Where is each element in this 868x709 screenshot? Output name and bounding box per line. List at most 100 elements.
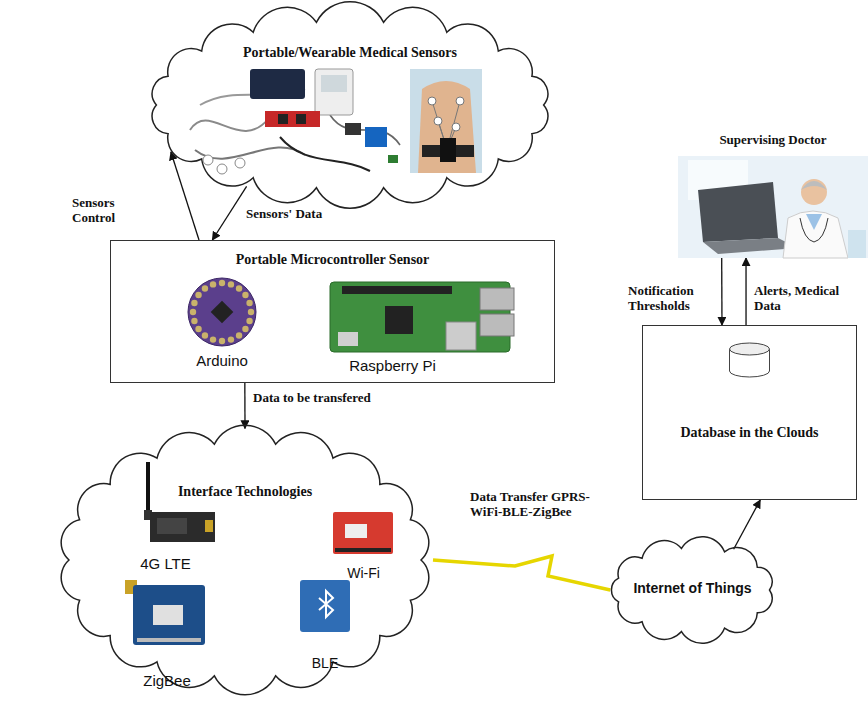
component-label: ZigBee <box>122 672 212 689</box>
illustration-part <box>191 318 197 324</box>
arrow-connector <box>745 258 746 325</box>
illustration-part <box>210 281 216 287</box>
component-label: 4G LTE <box>118 555 213 572</box>
microcontroller-box: Portable Microcontroller Sensor <box>110 240 555 383</box>
illustration-part <box>319 591 333 617</box>
edge-label: Notification Thresholds <box>628 284 716 314</box>
doctor-figure <box>783 211 848 258</box>
illustration-part <box>480 314 514 336</box>
illustration-part <box>190 309 196 315</box>
illustration-part <box>242 292 248 298</box>
illustration-part <box>848 230 866 258</box>
illustration-part <box>235 158 245 168</box>
box-outline <box>111 241 555 383</box>
arrow-connector <box>721 258 723 325</box>
node-outline <box>678 130 868 258</box>
illustration-part <box>211 301 234 324</box>
illustration-part <box>202 285 208 291</box>
edge-label: Alerts, Medical Data <box>754 284 846 314</box>
connectors <box>171 152 760 590</box>
iot-cloud: Internet of Things <box>605 540 780 640</box>
edge-label-holder: Alerts, Medical Data <box>754 284 846 314</box>
edge-label: Data to be transfered <box>253 391 423 406</box>
lte-module <box>150 512 215 542</box>
illustration-part <box>153 605 183 625</box>
edge-label-holder: Data Transfer GPRS-WiFi-BLE-ZigBee <box>470 490 592 520</box>
illustration-part <box>428 97 436 105</box>
component-label-holder: ZigBee <box>122 672 212 689</box>
component-label-holder: Wi-Fi <box>326 565 401 581</box>
illustration-part <box>801 181 827 190</box>
illustration-part <box>800 218 828 242</box>
node-title: Supervising Doctor <box>688 132 858 148</box>
illustration-part <box>296 114 306 124</box>
patient-photo <box>410 69 482 173</box>
edge-label: Data Transfer GPRS-WiFi-BLE-ZigBee <box>470 490 592 520</box>
illustration-part <box>195 292 201 298</box>
illustration-part <box>385 306 413 334</box>
illustration-part <box>242 326 248 332</box>
illustration-part <box>280 137 370 171</box>
node-title: Interface Technologies <box>125 484 365 501</box>
illustration <box>190 69 482 174</box>
doctor-panel: Supervising Doctor <box>678 130 868 258</box>
illustration-part <box>806 214 822 230</box>
illustration-part <box>345 524 367 538</box>
arduino-board <box>188 278 256 346</box>
edge-label: Sensors' Data <box>246 207 356 222</box>
illustration-part <box>342 286 452 294</box>
arrow-connector <box>171 152 199 240</box>
cloud-outline <box>152 2 548 209</box>
illustration-part <box>246 318 252 324</box>
illustration-part <box>236 285 242 291</box>
illustration-part <box>202 332 208 338</box>
component-label-holder: Arduino <box>177 352 267 369</box>
illustration-part <box>456 97 464 105</box>
illustration <box>125 462 393 645</box>
illustration-part <box>228 281 234 287</box>
component-label: Wi-Fi <box>326 565 401 581</box>
arrow-connector <box>244 383 245 428</box>
wifi-board <box>333 512 393 554</box>
node-title: Internet of Things <box>625 580 760 597</box>
illustration-part <box>195 326 201 332</box>
illustration-part <box>217 164 227 174</box>
illustration-part <box>446 322 476 350</box>
illustration-part <box>730 343 770 355</box>
illustration-part <box>228 336 234 342</box>
illustration-part <box>191 300 197 306</box>
cloud-outline <box>61 425 429 694</box>
illustration-part <box>452 123 460 131</box>
illustration-part <box>365 127 387 147</box>
illustration-part <box>246 300 252 306</box>
illustration <box>188 278 514 352</box>
edge-label-holder: Sensors' Data <box>246 207 356 222</box>
wireless-bolt <box>433 556 610 590</box>
edge-label-holder: Sensors Control <box>72 196 144 226</box>
component-label-holder: 4G LTE <box>118 555 213 572</box>
laptop <box>698 182 778 242</box>
interface-cloud: Interface Technologies <box>45 420 445 700</box>
edge-label-holder: Notification Thresholds <box>628 284 716 314</box>
illustration-part <box>248 309 254 315</box>
illustration-part <box>440 138 456 162</box>
illustration-part <box>315 69 353 115</box>
box-outline <box>643 326 857 500</box>
arrow-connector <box>212 186 246 240</box>
component-label-holder: Raspberry Pi <box>335 357 450 374</box>
illustration-part <box>190 117 270 131</box>
illustration-part <box>388 155 398 163</box>
node-outline <box>130 5 570 205</box>
zigbee-board <box>133 585 205 645</box>
illustration-part <box>205 520 213 532</box>
illustration-part <box>219 280 225 286</box>
node-outline <box>642 325 857 500</box>
illustration-part <box>250 69 305 99</box>
illustration-part <box>157 518 187 534</box>
illustration-part <box>480 288 514 310</box>
node-title: Portable/Wearable Medical Sensors <box>200 45 500 62</box>
illustration <box>678 156 868 258</box>
doctor-photo <box>678 156 868 258</box>
illustration-part <box>434 117 442 125</box>
component-label: Raspberry Pi <box>335 357 450 374</box>
